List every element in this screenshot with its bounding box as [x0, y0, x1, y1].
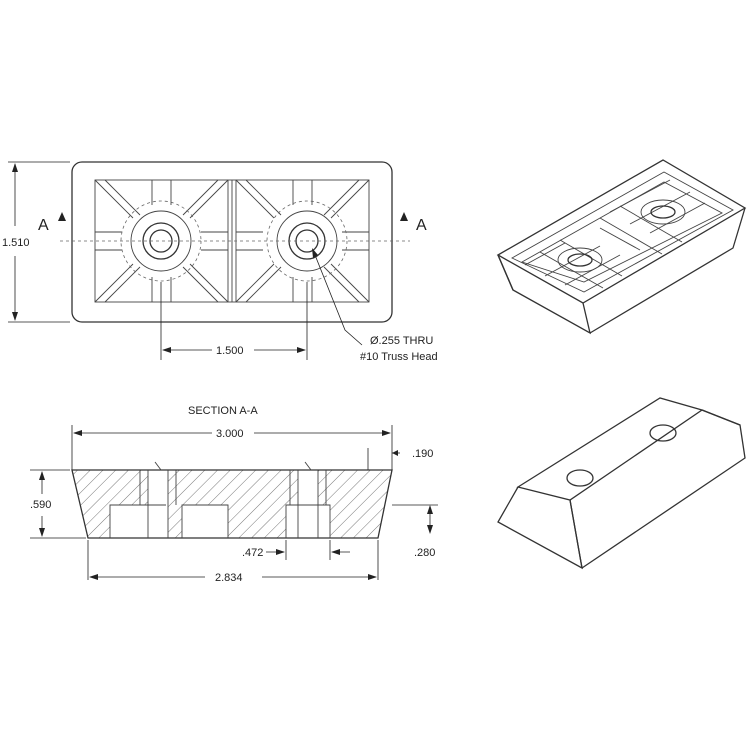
- hole-note-line1: Ø.255 THRU: [370, 335, 433, 347]
- section-marker-right: A: [416, 217, 427, 234]
- left-boss: [130, 210, 192, 272]
- right-cell-ribs: [235, 179, 370, 303]
- pocket-depth-label: .280: [414, 547, 435, 559]
- left-counterbore: [142, 222, 180, 260]
- top-view: A A 1.510 1.500 Ø.255 THRU #10 Truss Hea…: [2, 161, 438, 363]
- hole-spacing-label: 1.500: [216, 345, 244, 357]
- iso-view-solid: [497, 397, 746, 570]
- iso-hole-right: [649, 424, 677, 442]
- section-marker-left: A: [38, 217, 49, 234]
- section-arrow-right-icon: [400, 212, 408, 221]
- top-view-outline: [71, 161, 393, 323]
- iso-boss-left: [557, 247, 603, 273]
- section-title: SECTION A-A: [188, 405, 258, 417]
- length-total-label: 3.000: [216, 428, 244, 440]
- iso-view-ribbed: [496, 159, 747, 335]
- base-length-label: 2.834: [215, 572, 243, 584]
- hole-note-line2: #10 Truss Head: [360, 351, 438, 363]
- section-view: SECTION A-A 3.000 .190: [30, 405, 438, 584]
- iso-top-rim: [496, 159, 747, 304]
- height-total-label: 1.510: [2, 237, 30, 249]
- counterbore-label: .472: [242, 547, 263, 559]
- section-outline: [71, 469, 393, 539]
- iso-boss-right: [640, 199, 686, 225]
- top-step-label: .190: [412, 448, 433, 460]
- iso-hole-left: [566, 469, 594, 487]
- left-cell-ribs: [94, 179, 229, 303]
- iso-top-face: [516, 397, 704, 501]
- section-arrow-left-icon: [58, 212, 66, 221]
- height-section-label: .590: [30, 499, 51, 511]
- hole-note-leader: [312, 249, 363, 346]
